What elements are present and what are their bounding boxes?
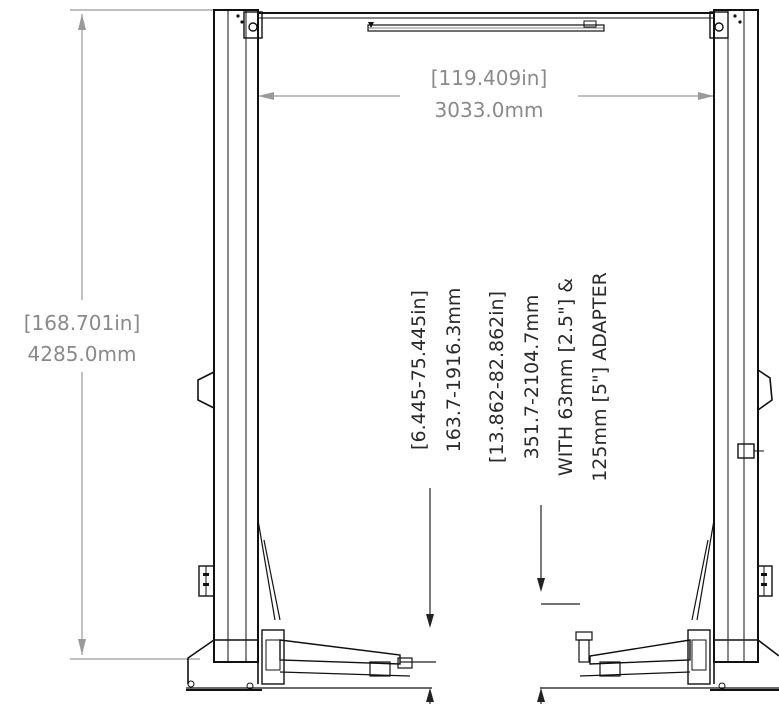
pickup-adapter-note-1: WITH 63mm [2.5"] &: [555, 278, 577, 476]
left-column: [186, 9, 263, 691]
pickup-height-dimension: [6.445-75.445in] 163.7-1916.3mm: [400, 288, 465, 704]
top-crossbeam: [258, 12, 714, 32]
right-column: [709, 9, 779, 691]
left-lift-arm: [257, 519, 413, 685]
pickup-adapter-dimension: [13.862-82.862in] 351.7-2104.7mm WITH 63…: [486, 272, 611, 704]
width-mm-label: 3033.0mm: [435, 98, 544, 122]
width-inches-label: [119.409in]: [431, 66, 548, 90]
pickup-low-inches-label: [6.445-75.445in]: [408, 290, 430, 450]
right-lift-arm: [575, 519, 715, 685]
pickup-adapter-note-2: 125mm [5"] ADAPTER: [589, 272, 611, 482]
pickup-adapter-inches-label: [13.862-82.862in]: [486, 291, 508, 463]
pickup-low-mm-label: 163.7-1916.3mm: [443, 288, 465, 453]
overall-height-dimension: [168.701in] 4285.0mm: [24, 9, 250, 660]
pickup-adapter-mm-label: 351.7-2104.7mm: [521, 295, 543, 460]
height-mm-label: 4285.0mm: [28, 342, 137, 366]
overall-width-dimension: [119.409in] 3033.0mm: [258, 66, 714, 122]
height-inches-label: [168.701in]: [24, 311, 141, 335]
